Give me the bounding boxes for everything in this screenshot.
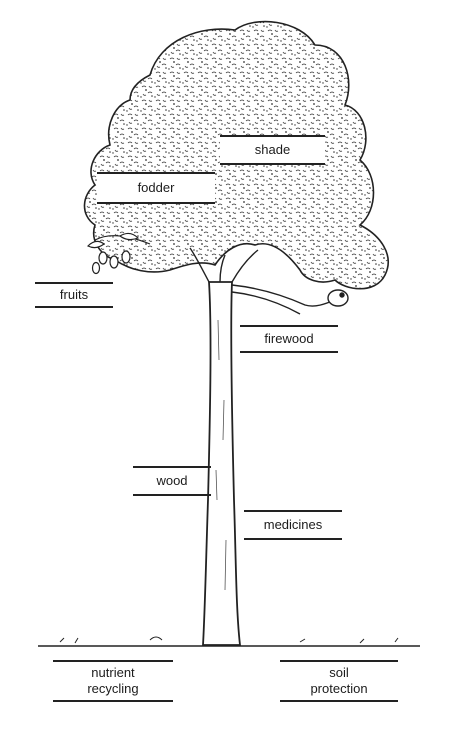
label-firewood-text: firewood: [264, 331, 314, 346]
label-medicines: medicines: [244, 510, 342, 540]
label-fruits-text: fruits: [59, 287, 89, 302]
label-shade-text: shade: [254, 142, 291, 157]
label-shade: shade: [220, 135, 325, 165]
label-nutrient-recycling-text: nutrient recycling: [87, 662, 138, 700]
label-nutrient-line1: nutrient: [91, 665, 135, 680]
trunk: [189, 247, 259, 646]
label-soil-protection-text: soil protection: [310, 662, 367, 700]
label-nutrient-recycling: nutrient recycling: [53, 660, 173, 702]
fruit-branch: [86, 232, 151, 275]
label-soil-line2: protection: [310, 681, 368, 696]
label-soil-line1: soil: [329, 665, 349, 680]
label-firewood: firewood: [240, 325, 338, 353]
label-soil-protection: soil protection: [280, 660, 398, 702]
ground-line: [38, 636, 420, 647]
label-nutrient-line2: recycling: [87, 681, 139, 696]
label-medicines-text: medicines: [263, 517, 323, 532]
label-fruits: fruits: [35, 282, 113, 308]
label-wood: wood: [133, 466, 211, 496]
label-fodder-text: fodder: [137, 180, 175, 195]
label-wood-text: wood: [156, 473, 188, 488]
right-branch: [231, 284, 349, 315]
label-fodder: fodder: [97, 172, 215, 204]
